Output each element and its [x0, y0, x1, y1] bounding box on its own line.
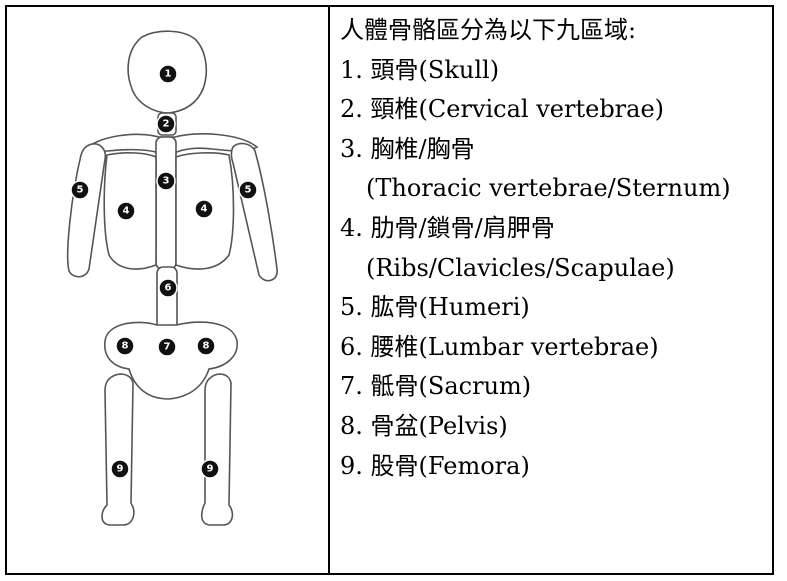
femur-right-shape [200, 373, 234, 526]
skeleton-diagram-cell: 1 2 3 4 4 5 5 [7, 7, 330, 573]
svg-text:3: 3 [163, 176, 170, 187]
region-number: 4. [340, 213, 363, 242]
region-number: 5. [340, 293, 363, 322]
skeleton-diagram: 1 2 3 4 4 5 5 [66, 30, 278, 526]
region-label: 骶骨(Sacrum) [370, 372, 532, 401]
marker-4-ribs-left: 4 [116, 201, 136, 221]
region-number: 8. [340, 411, 363, 440]
marker-4-ribs-right: 4 [194, 199, 214, 219]
region-label: 肋骨/鎖骨/肩胛骨 [370, 213, 555, 242]
region-number: 6. [340, 332, 363, 361]
marker-9-femur-right: 9 [200, 459, 220, 479]
region-number: 1. [340, 55, 363, 84]
region-item-2: 2. 頸椎(Cervical vertebrae) [340, 90, 772, 130]
region-list-cell: 人體骨骼區分為以下九區域: 1. 頭骨(Skull) 2. 頸椎(Cervica… [330, 7, 772, 573]
region-item-5: 5. 肱骨(Humeri) [340, 288, 772, 328]
region-number: 9. [340, 451, 363, 480]
svg-text:5: 5 [77, 185, 84, 196]
region-item-4-sub: (Ribs/Clavicles/Scapulae) [366, 253, 675, 282]
svg-text:9: 9 [207, 464, 214, 475]
region-label: 頭骨(Skull) [370, 55, 500, 84]
marker-8-pelvis-left: 8 [115, 336, 135, 356]
svg-text:8: 8 [203, 341, 210, 352]
svg-text:2: 2 [163, 119, 170, 130]
arm-left-shape [66, 143, 107, 278]
arm-right-shape [230, 142, 278, 282]
lumbar-spine-shape [156, 266, 178, 330]
region-item-7: 7. 骶骨(Sacrum) [340, 367, 772, 407]
region-label: 骨盆(Pelvis) [370, 411, 508, 440]
region-label: 股骨(Femora) [370, 451, 530, 480]
svg-text:8: 8 [122, 341, 129, 352]
svg-text:4: 4 [201, 204, 208, 215]
region-item-1: 1. 頭骨(Skull) [340, 51, 772, 91]
region-item-9: 9. 股骨(Femora) [340, 447, 772, 487]
svg-text:7: 7 [164, 342, 171, 353]
thoracic-spine-shape [155, 136, 177, 270]
region-label: 頸椎(Cervical vertebrae) [370, 95, 665, 124]
region-item-3-sub: (Thoracic vertebrae/Sternum) [366, 174, 731, 203]
region-item-6: 6. 腰椎(Lumbar vertebrae) [340, 328, 772, 368]
region-item-8: 8. 骨盆(Pelvis) [340, 407, 772, 447]
region-number: 3. [340, 134, 363, 163]
region-label: 胸椎/胸骨 [370, 134, 475, 163]
region-label: 腰椎(Lumbar vertebrae) [370, 332, 659, 361]
femur-left-shape [101, 373, 135, 526]
region-list-header: 人體骨骼區分為以下九區域: [340, 16, 637, 44]
svg-text:5: 5 [245, 185, 252, 196]
svg-text:4: 4 [123, 206, 130, 217]
svg-text:6: 6 [165, 283, 172, 294]
region-number: 7. [340, 372, 363, 401]
skeleton-table: 1 2 3 4 4 5 5 [5, 5, 774, 575]
region-number: 2. [340, 95, 363, 124]
marker-2-neck: 2 [156, 114, 176, 134]
marker-8-pelvis-right: 8 [196, 336, 216, 356]
region-item-4: 4. 肋骨/鎖骨/肩胛骨 [340, 209, 772, 249]
marker-3-spine: 3 [156, 171, 176, 191]
svg-text:9: 9 [117, 464, 124, 475]
marker-6-lumbar: 6 [158, 278, 178, 298]
marker-5-arm-left: 5 [70, 180, 90, 200]
marker-9-femur-left: 9 [110, 459, 130, 479]
marker-7-sacrum: 7 [157, 337, 177, 357]
marker-1-skull: 1 [158, 64, 178, 84]
region-item-3: 3. 胸椎/胸骨 [340, 130, 772, 170]
marker-5-arm-right: 5 [238, 180, 258, 200]
svg-text:1: 1 [165, 69, 172, 80]
region-label: 肱骨(Humeri) [370, 293, 530, 322]
